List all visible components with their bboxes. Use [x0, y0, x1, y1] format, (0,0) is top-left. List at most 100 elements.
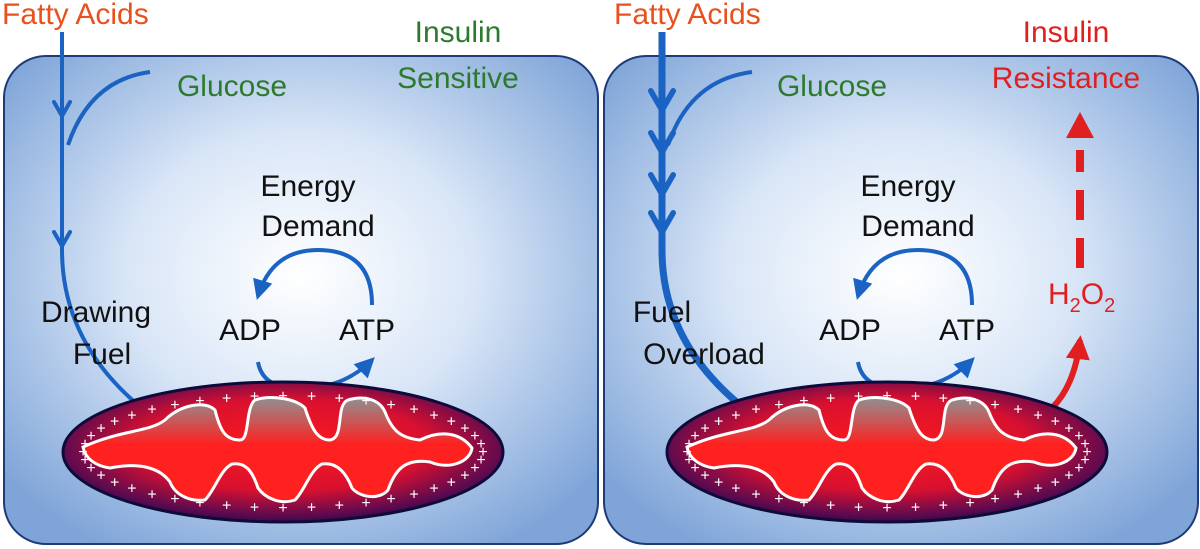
membrane-plus-mark: + [1074, 460, 1083, 477]
membrane-plus-mark: + [278, 388, 287, 405]
membrane-plus-mark: + [429, 481, 438, 498]
membrane-plus-mark: + [127, 407, 136, 424]
membrane-plus-mark: + [774, 491, 783, 508]
membrane-plus-mark: + [714, 474, 723, 491]
membrane-plus-mark: + [250, 499, 259, 516]
membrane-plus-mark: + [447, 414, 456, 431]
membrane-plus-mark: + [1051, 414, 1060, 431]
membrane-plus-mark: + [409, 402, 418, 419]
membrane-plus-mark: + [335, 390, 344, 407]
left-fuel-line1-label: Drawing [41, 296, 151, 329]
membrane-plus-mark: + [751, 402, 760, 419]
membrane-plus-mark: + [127, 481, 136, 498]
right-fuel-line2-label: Overload [643, 338, 765, 371]
left-glucose-label: Glucose [177, 70, 287, 103]
membrane-plus-mark: + [476, 436, 485, 453]
membrane-plus-mark: + [990, 491, 999, 508]
membrane-plus-mark: + [335, 498, 344, 515]
membrane-plus-mark: + [361, 393, 370, 410]
membrane-plus-mark: + [409, 486, 418, 503]
right-fatty-acid-line [658, 32, 743, 408]
membrane-plus-mark: + [478, 444, 487, 461]
membrane-plus-mark: + [911, 499, 920, 516]
membrane-plus-mark: + [1013, 402, 1022, 419]
membrane-plus-mark: + [882, 500, 891, 517]
membrane-plus-mark: + [222, 498, 231, 515]
membrane-plus-mark: + [882, 388, 891, 405]
membrane-plus-mark: + [307, 499, 316, 516]
membrane-plus-mark: + [939, 390, 948, 407]
left-energy-label: Energy [260, 170, 355, 203]
membrane-plus-mark: + [690, 428, 699, 445]
membrane-plus-mark: + [86, 428, 95, 445]
membrane-plus-mark: + [429, 407, 438, 424]
membrane-plus-mark: + [386, 397, 395, 414]
membrane-plus-mark: + [799, 393, 808, 410]
membrane-plus-mark: + [731, 407, 740, 424]
membrane-plus-mark: + [195, 495, 204, 512]
membrane-plus-mark: + [939, 498, 948, 515]
right-h2o2-label: H2O2 [1048, 278, 1115, 317]
membrane-plus-mark: + [1064, 421, 1073, 438]
membrane-plus-mark: + [250, 389, 259, 406]
membrane-plus-mark: + [1051, 474, 1060, 491]
membrane-plus-mark: + [110, 474, 119, 491]
membrane-plus-mark: + [1080, 436, 1089, 453]
membrane-plus-mark: + [96, 421, 105, 438]
membrane-plus-mark: + [1074, 428, 1083, 445]
right-glucose-label: Glucose [777, 70, 887, 103]
left-fatty-acids-label: Fatty Acids [2, 0, 149, 31]
membrane-plus-mark: + [1013, 486, 1022, 503]
right-resistance-arrowhead-icon [1066, 112, 1094, 138]
membrane-plus-mark: + [854, 389, 863, 406]
membrane-plus-mark: + [714, 414, 723, 431]
left-fatty-acid-line [60, 32, 140, 407]
membrane-plus-mark: + [170, 397, 179, 414]
membrane-charge-layer: ++++++++++++++++++++++++++++++++++++++++… [78, 388, 1091, 517]
membrane-plus-mark: + [1080, 452, 1089, 469]
membrane-plus-mark: + [1064, 467, 1073, 484]
left-cycle-arrow-top [253, 247, 374, 306]
right-glucose-line [666, 70, 753, 146]
membrane-plus-mark: + [147, 402, 156, 419]
membrane-plus-mark: + [1033, 481, 1042, 498]
membrane-plus-mark: + [386, 491, 395, 508]
right-insulin-state-label: Resistance [992, 62, 1140, 95]
membrane-plus-mark: + [361, 495, 370, 512]
membrane-plus-mark: + [690, 460, 699, 477]
membrane-plus-mark: + [447, 474, 456, 491]
left-mitochondrion [61, 380, 505, 524]
membrane-plus-mark: + [476, 452, 485, 469]
membrane-plus-mark: + [1082, 444, 1091, 461]
membrane-plus-mark: + [826, 390, 835, 407]
h2o2-sub1: 2 [1070, 295, 1081, 317]
left-panel: Fatty Acids Insulin Sensitive Glucose En… [2, 0, 599, 545]
right-demand-label: Demand [861, 210, 974, 243]
membrane-plus-mark: + [799, 495, 808, 512]
membrane-plus-mark: + [195, 393, 204, 410]
membrane-plus-mark: + [460, 421, 469, 438]
membrane-plus-mark: + [460, 467, 469, 484]
membrane-plus-mark: + [80, 452, 89, 469]
right-h2o2-arrow [1049, 335, 1090, 411]
right-cycle-arrow-top [853, 247, 974, 306]
left-fuel-line2-label: Fuel [73, 338, 131, 371]
h2o2-o: O [1081, 278, 1104, 311]
membrane-plus-mark: + [684, 452, 693, 469]
membrane-plus-mark: + [684, 436, 693, 453]
left-insulin-label: Insulin [415, 16, 502, 49]
left-adp-label: ADP [219, 314, 281, 347]
membrane-plus-mark: + [700, 467, 709, 484]
membrane-plus-mark: + [990, 397, 999, 414]
right-atp-label: ATP [939, 314, 995, 347]
left-glucose-line [66, 70, 151, 146]
membrane-plus-mark: + [965, 495, 974, 512]
membrane-plus-mark: + [751, 486, 760, 503]
membrane-plus-mark: + [470, 428, 479, 445]
membrane-plus-mark: + [80, 436, 89, 453]
h2o2-h: H [1048, 278, 1070, 311]
right-panel: Fatty Acids Insulin Resistance Glucose E… [603, 0, 1199, 545]
h2o2-sub2: 2 [1104, 295, 1115, 317]
membrane-plus-mark: + [854, 499, 863, 516]
